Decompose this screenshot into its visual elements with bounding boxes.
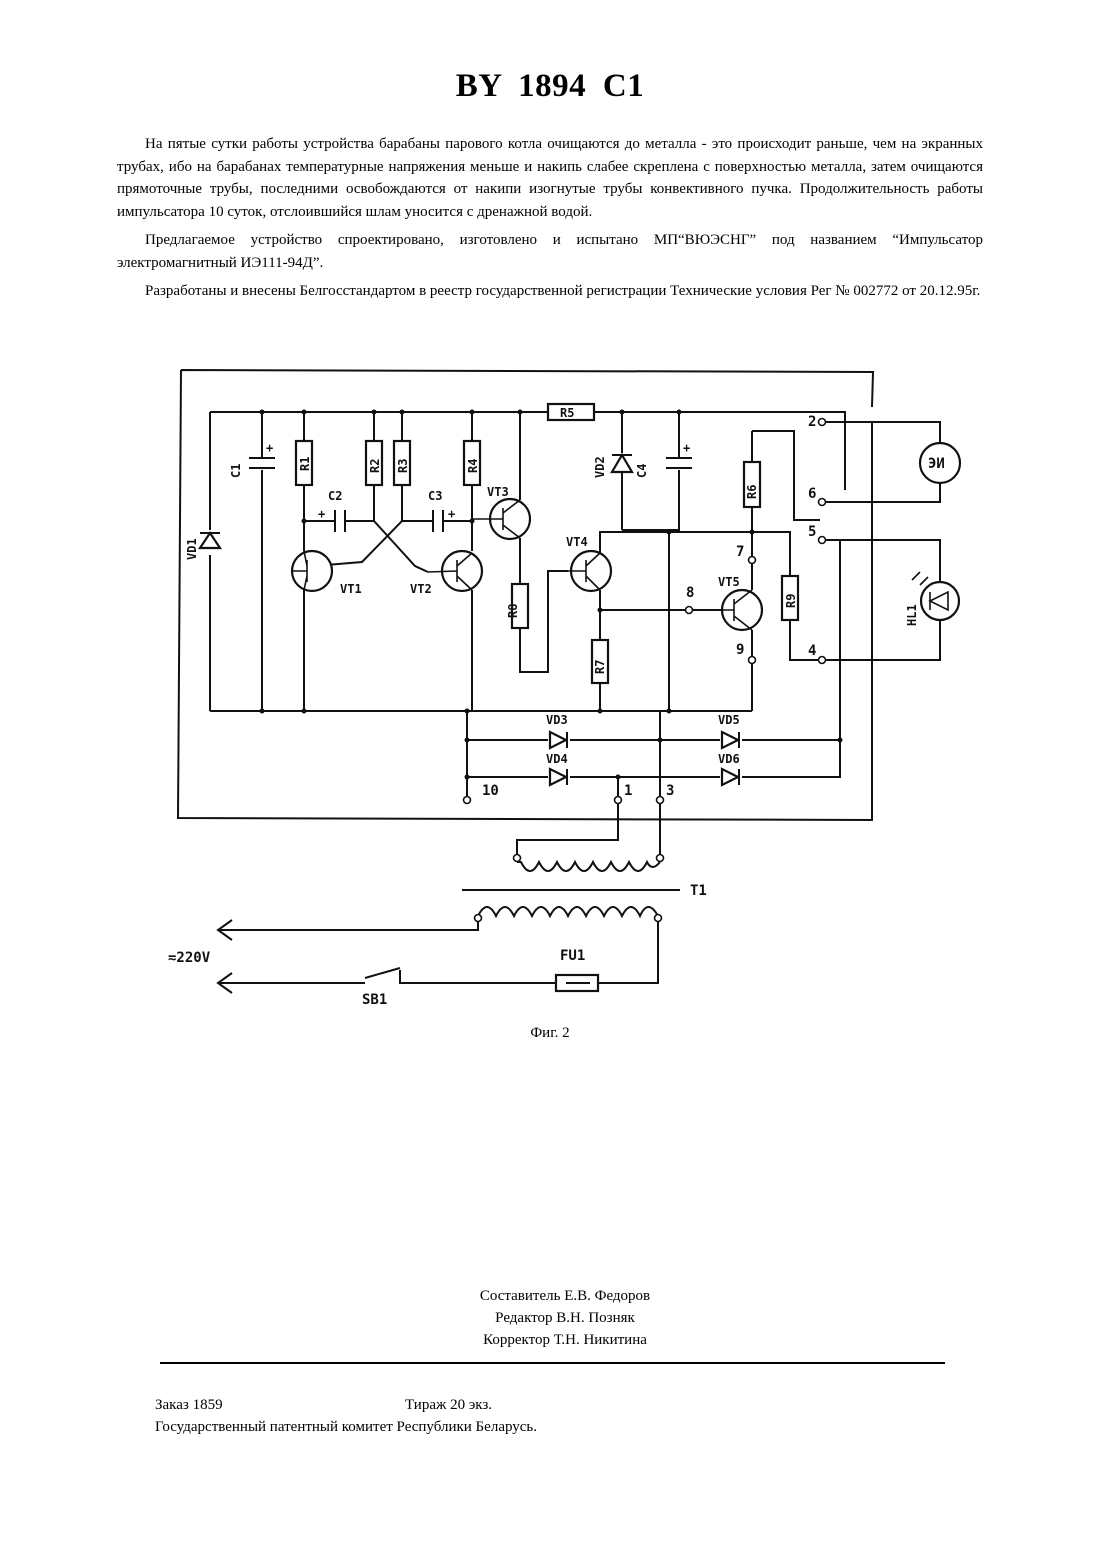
- vd6-label: VD6: [718, 752, 740, 766]
- r4-label: R4: [466, 459, 480, 473]
- vd2-diode: [612, 455, 632, 472]
- vd6-diode: [722, 769, 739, 785]
- plus-sign: +: [683, 441, 690, 455]
- terminal-9-label: 9: [736, 642, 744, 658]
- r6-resistor: [744, 462, 760, 507]
- terminal-6-label: 6: [808, 486, 816, 502]
- terminal-8: [686, 607, 693, 614]
- figure-caption: Фиг. 2: [0, 1025, 1100, 1042]
- terminal-1: [615, 797, 622, 804]
- c1-capacitor: [249, 458, 275, 468]
- c1-label: C1: [229, 464, 243, 478]
- c3-label: C3: [428, 489, 442, 503]
- vt5-label: VT5: [718, 575, 740, 589]
- terminal-7-label: 7: [736, 544, 744, 560]
- vt4-transistor: [568, 551, 611, 591]
- vd3-label: VD3: [546, 713, 568, 727]
- terminal-4: [819, 657, 826, 664]
- vd3-diode: [550, 732, 567, 748]
- c3-capacitor: [433, 510, 443, 532]
- plus-sign: +: [318, 507, 325, 521]
- credits: Составитель Е.В. Федоров Редактор В.Н. П…: [0, 1285, 1100, 1351]
- terminal-10-label: 10: [482, 783, 499, 799]
- vt1-transistor: [292, 551, 332, 591]
- r7-label: R7: [593, 660, 607, 674]
- terminal-2-label: 2: [808, 414, 816, 430]
- vd4-diode: [550, 769, 567, 785]
- supply-label: ≂220V: [168, 950, 211, 966]
- order-number: Заказ 1859: [155, 1394, 405, 1416]
- c4-capacitor: [666, 458, 692, 468]
- fu1-label: FU1: [560, 948, 585, 964]
- vd5-diode: [722, 732, 739, 748]
- compiler-line: Составитель Е.В. Федоров: [0, 1285, 1100, 1307]
- terminal-4-label: 4: [808, 643, 816, 659]
- hl1-led: [912, 572, 959, 620]
- terminal-2: [819, 419, 826, 426]
- vt2-label: VT2: [410, 582, 432, 596]
- vt3-transistor: [472, 499, 530, 539]
- circulation: Тираж 20 экз.: [405, 1394, 492, 1416]
- vd2-label: VD2: [593, 456, 607, 478]
- sb1-label: SB1: [362, 992, 387, 1008]
- c2-label: C2: [328, 489, 342, 503]
- vd1-label: VD1: [185, 538, 199, 560]
- proofreader-line: Корректор Т.Н. Никитина: [0, 1329, 1100, 1351]
- r9-label: R9: [784, 594, 798, 608]
- sb1-switch: [220, 968, 400, 983]
- editor-line: Редактор В.Н. Позняк: [0, 1307, 1100, 1329]
- vd5-label: VD5: [718, 713, 740, 727]
- vt1-label: VT1: [340, 582, 362, 596]
- terminal-3-label: 3: [666, 783, 674, 799]
- terminal-8-label: 8: [686, 585, 694, 601]
- footer: Заказ 1859Тираж 20 экз. Государственный …: [155, 1394, 537, 1438]
- publisher: Государственный патентный комитет Респуб…: [155, 1416, 537, 1438]
- terminal-9: [749, 657, 756, 664]
- ei-label: ЭИ: [928, 456, 945, 472]
- terminal-6: [819, 499, 826, 506]
- r5-label: R5: [560, 406, 574, 420]
- r3-label: R3: [396, 459, 410, 473]
- terminal-10: [464, 797, 471, 804]
- terminal-3: [657, 797, 664, 804]
- terminal-5: [819, 537, 826, 544]
- vd4-label: VD4: [546, 752, 568, 766]
- t1-primary-winding: [478, 907, 658, 916]
- vt5-transistor: [722, 590, 762, 630]
- terminal-1-label: 1: [624, 783, 632, 799]
- c2-capacitor: [335, 510, 345, 532]
- t1-label: T1: [690, 883, 707, 899]
- terminal-5-label: 5: [808, 524, 816, 540]
- t1-secondary-winding: [517, 862, 660, 871]
- vt3-label: VT3: [487, 485, 509, 499]
- r8-label: R8: [506, 604, 520, 618]
- vt2-transistor: [428, 551, 482, 591]
- r2-label: R2: [368, 459, 382, 473]
- vd1-diode: [200, 533, 220, 548]
- c4-label: C4: [635, 464, 649, 478]
- circuit-schematic: VD1 C1 + R1 R2 R3 R4 C2 + C3 + VT1 VT2 V: [0, 0, 1100, 1060]
- plus-sign: +: [266, 441, 273, 455]
- r6-label: R6: [745, 485, 759, 499]
- vt4-label: VT4: [566, 535, 588, 549]
- terminal-7: [749, 557, 756, 564]
- plus-sign: +: [448, 507, 455, 521]
- r1-label: R1: [298, 457, 312, 471]
- hl1-label: HL1: [905, 604, 919, 626]
- divider: [160, 1362, 945, 1364]
